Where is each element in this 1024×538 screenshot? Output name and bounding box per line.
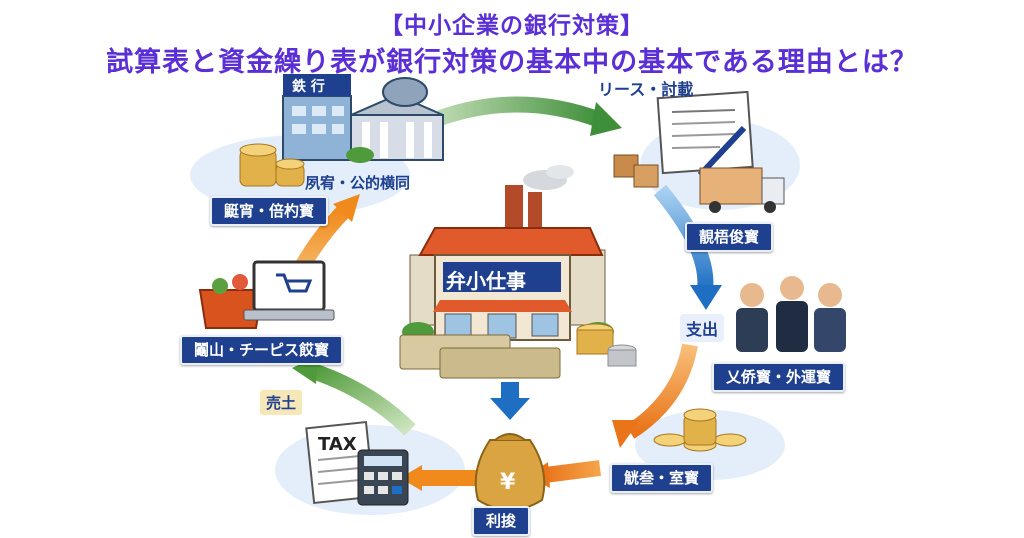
- boxes: [613, 154, 659, 188]
- coin-stack: [239, 143, 305, 187]
- arrow-top: [437, 96, 603, 128]
- contract-document: [656, 90, 754, 178]
- arrow-right-low: [625, 343, 698, 439]
- arrow-left-low: [307, 362, 416, 436]
- laptop: [243, 260, 335, 321]
- label-left-mid: 鬮山・チーピス餀寳: [180, 335, 344, 365]
- cash-stack: [399, 323, 637, 379]
- arrow-head-top: [590, 102, 622, 136]
- bank-sign: 鉄 行: [292, 79, 325, 95]
- arrow-head-left-up: [333, 194, 360, 222]
- label-profit: 利捘: [472, 506, 531, 536]
- label-payment: 支出: [680, 314, 725, 342]
- arrow-head-bottom-left: [400, 465, 422, 491]
- arrow-bottom-right: [543, 460, 602, 483]
- calculator: [357, 449, 409, 506]
- label-sales: 売土: [260, 390, 303, 415]
- yen-symbol: ¥: [500, 470, 516, 495]
- label-bank-caption: 夙宥・公的横同: [305, 174, 411, 192]
- label-right-top: 靚梧俊寳: [685, 222, 774, 252]
- label-right-mid: 乂侨寳・外運寳: [712, 362, 846, 392]
- company-sign: 弁小仕事: [446, 269, 526, 293]
- company-building: [402, 165, 614, 342]
- arrow-center-stem: [501, 382, 519, 400]
- arrow-head-right-low: [612, 420, 640, 448]
- business-people: [736, 276, 846, 352]
- title-line-2: 試算表と資金繰り表が銀行対策の基本中の基本である理由とは？: [106, 47, 918, 78]
- bank-building: [282, 74, 444, 163]
- tax-document: [305, 420, 375, 505]
- arrow-head-right: [690, 285, 722, 310]
- coin-pile: [653, 408, 747, 452]
- label-left-top: 鼮宵・倍杓寳: [210, 196, 329, 226]
- label-right-bottom: 觥叁・室寳: [610, 463, 714, 493]
- tax-label: TAX: [318, 434, 357, 455]
- title-line-1: 【中小企業の銀行対策】: [380, 13, 644, 39]
- label-lease: リース・討載: [598, 80, 694, 99]
- truck: [699, 167, 785, 213]
- arrow-center-head: [490, 398, 530, 420]
